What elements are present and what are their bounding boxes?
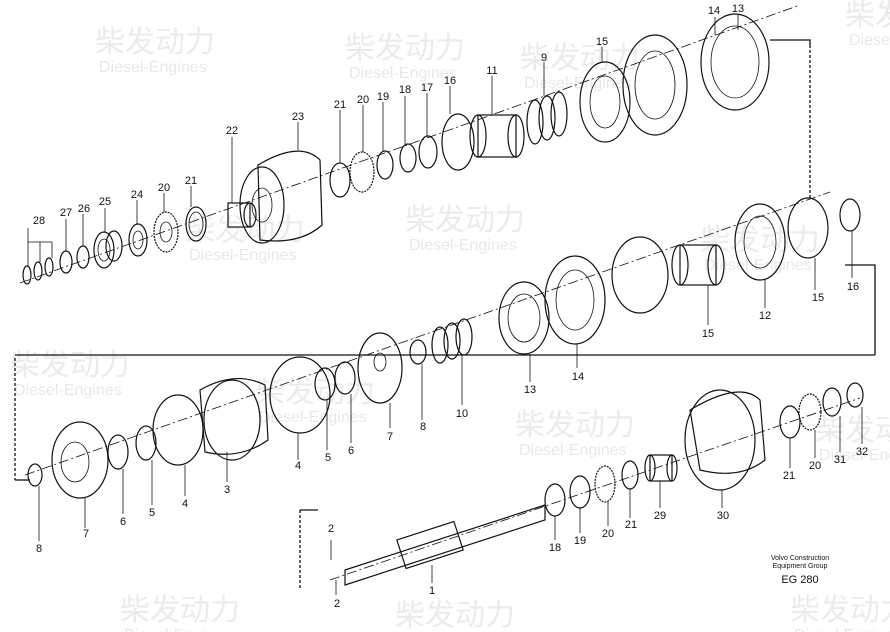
callout-7: 7 (387, 431, 393, 443)
row-2-callouts: 8 7 6 5 4 3 4 5 6 7 8 10 13 14 15 12 15 16 (36, 281, 859, 555)
callout-21: 21 (783, 470, 795, 482)
watermark-sub: Diesel-Engines (409, 237, 517, 254)
callout-16: 16 (444, 75, 456, 87)
callout-20: 20 (809, 460, 821, 472)
watermark-brand: 柴发动力 (845, 0, 890, 33)
callout-20: 20 (602, 528, 614, 540)
watermark-brand: 柴发动力 (345, 31, 465, 66)
callout-30: 30 (717, 510, 729, 522)
callout-16: 16 (847, 281, 859, 293)
callout-22: 22 (226, 125, 238, 137)
callout-11: 11 (486, 65, 497, 77)
callout-10: 10 (456, 408, 468, 420)
callout-7: 7 (83, 528, 89, 540)
callout-2: 2 (328, 523, 334, 535)
callout-13: 13 (524, 384, 536, 396)
callout-23: 23 (292, 111, 304, 123)
callout-5: 5 (149, 507, 155, 519)
callout-15: 15 (596, 36, 608, 48)
watermark-brand: 柴发动力 (405, 203, 525, 238)
leader-lines (27, 15, 863, 595)
watermark-brand: 柴发动力 (700, 223, 820, 258)
watermark-sub: Diesel-Engines (189, 247, 297, 264)
watermark-sub: Diesel-Engines (349, 65, 457, 82)
row-2-parts (27, 197, 861, 499)
watermark-sub: Diesel-Engines (99, 59, 207, 76)
watermark-sub: Diesel-Engines (524, 75, 632, 92)
callout-14: 14 (572, 371, 584, 383)
callout-19: 19 (574, 535, 586, 547)
callout-29: 29 (654, 510, 666, 522)
callout-1: 1 (429, 585, 435, 597)
callout-26: 26 (78, 203, 90, 215)
watermark-sub: Diesel-Engines (704, 257, 812, 274)
watermark-brand: 柴发动力 (185, 213, 305, 248)
callout-31: 31 (834, 454, 846, 466)
row-1-parts (22, 13, 770, 285)
callout-18: 18 (549, 542, 561, 554)
callout-6: 6 (348, 445, 354, 457)
watermark-sub: Diesel-Engines (849, 32, 890, 49)
callout-3: 3 (224, 484, 230, 496)
row-1-callouts: 28 27 26 25 24 20 21 22 23 21 20 19 18 17 16 11 9 15 14 13 (33, 3, 744, 227)
watermark-sub: Diesel-Engines (259, 409, 367, 426)
callout-4: 4 (295, 460, 301, 472)
watermark-brand: 柴发动力 (790, 593, 890, 628)
watermark-sub: Diesel-Engines (124, 627, 232, 632)
callout-12: 12 (759, 310, 771, 322)
callout-20: 20 (357, 94, 369, 106)
callout-17: 17 (421, 82, 433, 94)
callout-20: 20 (158, 182, 170, 194)
callout-6: 6 (120, 516, 126, 528)
callout-21: 21 (185, 175, 197, 187)
watermark-brand: 柴发动力 (815, 413, 890, 448)
watermark-brand: 柴发动力 (395, 598, 515, 632)
callout-8: 8 (420, 421, 426, 433)
callout-28: 28 (33, 215, 45, 227)
callout-32: 32 (856, 446, 868, 458)
watermark-brand: 柴发动力 (120, 593, 240, 628)
callout-24: 24 (131, 189, 143, 201)
callout-8: 8 (36, 543, 42, 555)
callout-4: 4 (182, 498, 188, 510)
watermark-sub: Diesel-Engines (14, 382, 122, 399)
caption-line-2: Equipment Group (772, 563, 828, 570)
callout-5: 5 (325, 452, 331, 464)
watermark-sub: Diesel-Engines (519, 442, 627, 459)
diagram-code: EG 280 (781, 574, 819, 586)
callout-18: 18 (399, 84, 411, 96)
assembly-axis-lines (14, 4, 876, 590)
callout-25: 25 (99, 196, 111, 208)
watermark-sub: Diesel-Engines (819, 447, 890, 464)
callout-15: 15 (702, 328, 714, 340)
callout-13: 13 (732, 3, 744, 15)
watermark-brand: 柴发动力 (95, 25, 215, 60)
watermark-brand: 柴发动力 (515, 408, 635, 443)
caption-line-1: Volvo Construction (770, 555, 830, 562)
callout-21: 21 (625, 519, 637, 531)
callout-14: 14 (708, 5, 720, 17)
diagram-caption: Volvo Construction Equipment Group EG 28… (740, 555, 860, 587)
callout-2: 2 (334, 598, 340, 610)
callout-9: 9 (541, 52, 547, 64)
watermark-brand: 柴发动力 (520, 41, 640, 76)
watermark-brand: 柴发动力 (10, 348, 130, 383)
callout-19: 19 (377, 91, 389, 103)
callout-15: 15 (812, 292, 824, 304)
watermark-sub: Diesel-Engines (794, 627, 890, 632)
callout-21: 21 (334, 99, 346, 111)
callout-27: 27 (60, 207, 72, 219)
